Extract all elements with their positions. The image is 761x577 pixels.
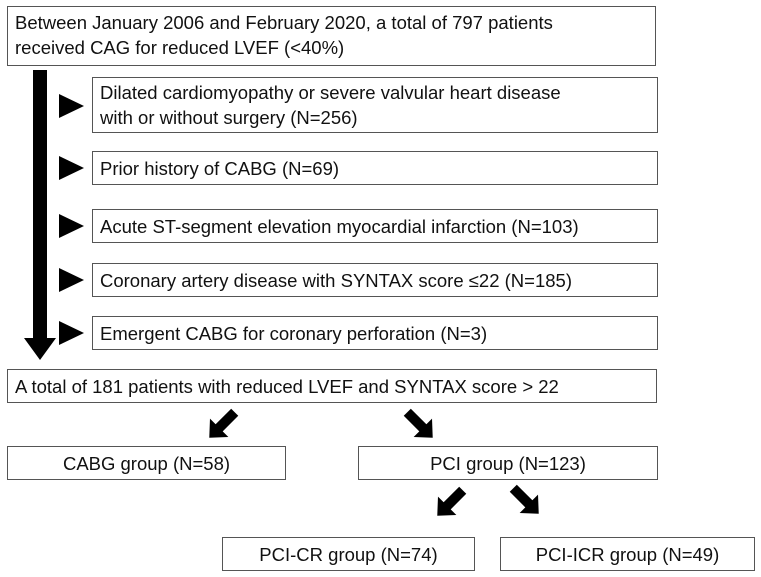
exclusion-pointer-arrow (59, 94, 84, 118)
exclusion-pointer-arrow (59, 321, 84, 345)
exclusion-text-line2: with or without surgery (N=256) (100, 107, 358, 128)
pci-group-label: PCI group (N=123) (430, 452, 586, 474)
pci-cr-split-arrow (437, 486, 467, 516)
cabg-split-arrow (209, 408, 239, 438)
exclusion-box-emergent-cabg: Emergent CABG for coronary perforation (… (92, 316, 658, 350)
exclusion-box-cardiomyopathy: Dilated cardiomyopathy or severe valvula… (92, 77, 658, 133)
study-population-box: A total of 181 patients with reduced LVE… (7, 369, 657, 403)
pci-icr-group-label: PCI-ICR group (N=49) (535, 543, 720, 565)
enrollment-box: Between January 2006 and February 2020, … (7, 6, 656, 66)
study-population-text: A total of 181 patients with reduced LVE… (15, 376, 559, 397)
exclusion-pointer-arrow (59, 214, 84, 238)
exclusion-text: Acute ST-segment elevation myocardial in… (100, 216, 579, 237)
exclusion-text: Coronary artery disease with SYNTAX scor… (100, 270, 572, 291)
enrollment-text-line1: Between January 2006 and February 2020, … (15, 12, 553, 33)
exclusion-box-syntax-low: Coronary artery disease with SYNTAX scor… (92, 263, 658, 297)
exclusion-box-stemi: Acute ST-segment elevation myocardial in… (92, 209, 658, 243)
pci-cr-group-label: PCI-CR group (N=74) (259, 543, 438, 565)
exclusion-pointer-arrow (59, 268, 84, 292)
pci-icr-group-box: PCI-ICR group (N=49) (500, 537, 755, 571)
pci-group-box: PCI group (N=123) (358, 446, 658, 480)
cabg-group-box: CABG group (N=58) (7, 446, 286, 480)
exclusion-box-prior-cabg: Prior history of CABG (N=69) (92, 151, 658, 185)
pci-icr-split-arrow (509, 484, 539, 514)
exclusion-text: Prior history of CABG (N=69) (100, 158, 340, 179)
pci-split-arrow (403, 408, 433, 438)
main-down-arrow (24, 70, 56, 360)
enrollment-text-line2: received CAG for reduced LVEF (<40%) (15, 37, 345, 58)
exclusion-pointer-arrow (59, 156, 84, 180)
pci-cr-group-box: PCI-CR group (N=74) (222, 537, 475, 571)
cabg-group-label: CABG group (N=58) (62, 452, 231, 474)
exclusion-text: Emergent CABG for coronary perforation (… (100, 323, 488, 344)
exclusion-text-line1: Dilated cardiomyopathy or severe valvula… (100, 82, 561, 103)
